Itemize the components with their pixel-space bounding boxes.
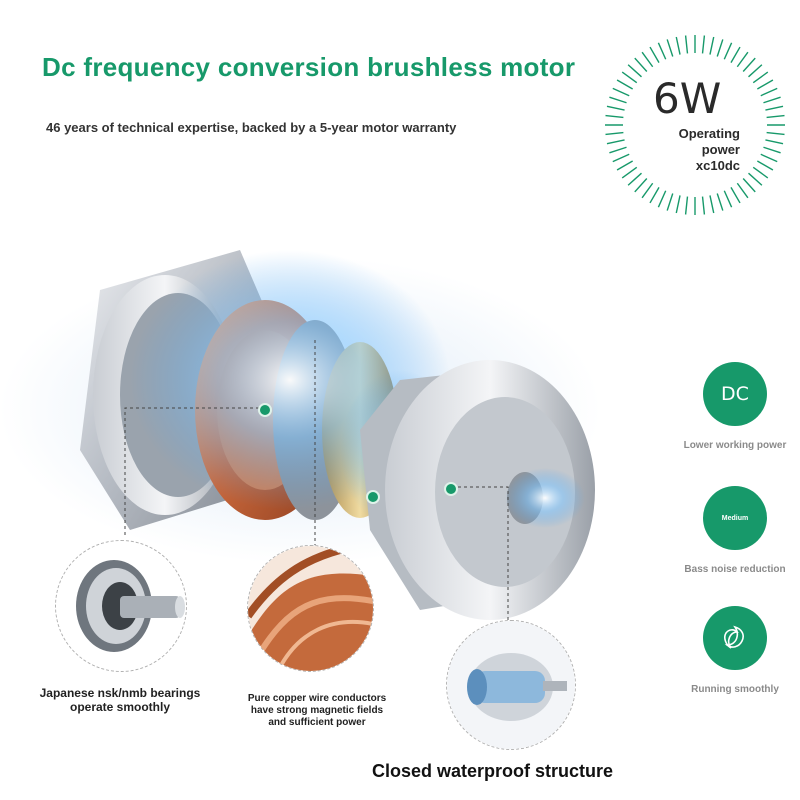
badge-tick — [701, 196, 706, 215]
power-label-line1: Operating — [678, 126, 740, 141]
power-badge-ring — [605, 35, 785, 215]
badge-tick — [605, 131, 624, 136]
leaf-swirl-icon-glyph — [724, 625, 744, 649]
badge-tick — [609, 146, 627, 154]
badge-tick — [675, 195, 681, 214]
badge-tick — [606, 139, 625, 145]
badge-tick — [748, 64, 763, 78]
callout-dot-stator — [258, 403, 272, 417]
bearing-icon — [76, 560, 185, 652]
badge-tick — [760, 87, 778, 97]
page-subtitle: 46 years of technical expertise, backed … — [46, 120, 457, 135]
badge-tick — [730, 187, 741, 204]
dc-badge-icon: DC — [703, 362, 767, 426]
badge-tick — [709, 195, 715, 214]
badge-tick — [766, 131, 785, 136]
page-title: Dc frequency conversion brushless motor — [42, 52, 576, 82]
bearing-inset — [55, 540, 187, 672]
badge-tick — [742, 57, 756, 72]
copper-coil-icon — [248, 546, 373, 671]
badge-tick — [752, 71, 769, 84]
copper-inset — [247, 545, 374, 672]
copper-caption-line2: have strong magnetic fields — [250, 705, 384, 716]
badge-tick — [723, 42, 733, 60]
sealed-motor-icon — [447, 621, 575, 749]
badge-tick — [684, 35, 689, 54]
shaft-glow — [505, 468, 585, 528]
bearings-caption: Japanese nsk/nmb bearings operate smooth… — [20, 686, 220, 714]
feature-smooth: Running smoothly — [680, 606, 790, 695]
front-housing — [360, 360, 595, 620]
bearings-caption-line1: Japanese nsk/nmb bearings — [39, 686, 201, 700]
badge-tick — [675, 36, 681, 55]
dc-badge-text: DC — [721, 383, 749, 405]
badge-tick — [684, 196, 689, 215]
feature-dc-label: Lower working power — [683, 440, 787, 451]
feature-noise-label: Bass noise reduction — [684, 564, 786, 575]
badge-tick — [612, 87, 630, 97]
power-label-line2: power — [701, 142, 740, 157]
badge-tick — [641, 51, 654, 68]
badge-tick — [701, 35, 706, 54]
badge-tick — [627, 64, 642, 78]
feature-dc: DC Lower working power — [680, 362, 790, 451]
medium-badge-icon: Medium — [703, 486, 767, 550]
feature-smooth-label: Running smoothly — [691, 684, 779, 695]
badge-tick — [757, 79, 774, 90]
feature-noise: Medium Bass noise reduction — [680, 486, 790, 575]
leader-lines — [124, 340, 509, 620]
badge-tick — [621, 71, 638, 84]
badge-tick — [709, 36, 715, 55]
badge-tick — [649, 46, 660, 63]
badge-tick — [766, 114, 785, 119]
badge-tick — [760, 153, 778, 163]
power-label: Operating power xc10dc — [640, 126, 740, 174]
waterproof-inset — [446, 620, 576, 750]
badge-tick — [730, 46, 741, 63]
badge-tick — [605, 114, 624, 119]
badge-tick — [716, 193, 724, 211]
badge-tick — [723, 190, 733, 208]
badge-tick — [666, 39, 674, 57]
badge-tick — [609, 96, 627, 104]
badge-tick — [657, 190, 667, 208]
badge-tick — [752, 166, 769, 179]
bearings-caption-line2: operate smoothly — [69, 700, 171, 714]
badge-tick — [621, 166, 638, 179]
power-label-line3: xc10dc — [695, 158, 740, 173]
badge-tick — [763, 146, 781, 154]
badge-tick — [765, 139, 784, 145]
badge-tick — [765, 105, 784, 111]
badge-tick — [742, 178, 756, 193]
badge-tick — [736, 51, 749, 68]
badge-tick — [748, 172, 763, 186]
medium-badge-text: Medium — [721, 514, 749, 522]
callout-dot-housing — [444, 482, 458, 496]
badge-tick — [641, 182, 654, 199]
leaf-swirl-icon — [703, 606, 767, 670]
badge-tick — [666, 193, 674, 211]
badge-tick — [634, 57, 648, 72]
waterproof-caption: Closed waterproof structure — [372, 761, 614, 781]
badge-tick — [763, 96, 781, 104]
power-value: 6W — [653, 74, 722, 123]
badge-tick — [616, 79, 633, 90]
badge-tick — [716, 39, 724, 57]
badge-tick — [657, 42, 667, 60]
badge-tick — [612, 153, 630, 163]
badge-tick — [616, 160, 633, 171]
badge-tick — [649, 187, 660, 204]
badge-tick — [606, 105, 625, 111]
copper-caption: Pure copper wire conductors have strong … — [222, 693, 412, 729]
badge-tick — [634, 178, 648, 193]
copper-caption-line1: Pure copper wire conductors — [247, 693, 387, 704]
badge-tick — [736, 182, 749, 199]
copper-caption-line3: and sufficient power — [268, 717, 366, 728]
badge-tick — [757, 160, 774, 171]
badge-tick — [627, 172, 642, 186]
callout-dot-rotor — [366, 490, 380, 504]
